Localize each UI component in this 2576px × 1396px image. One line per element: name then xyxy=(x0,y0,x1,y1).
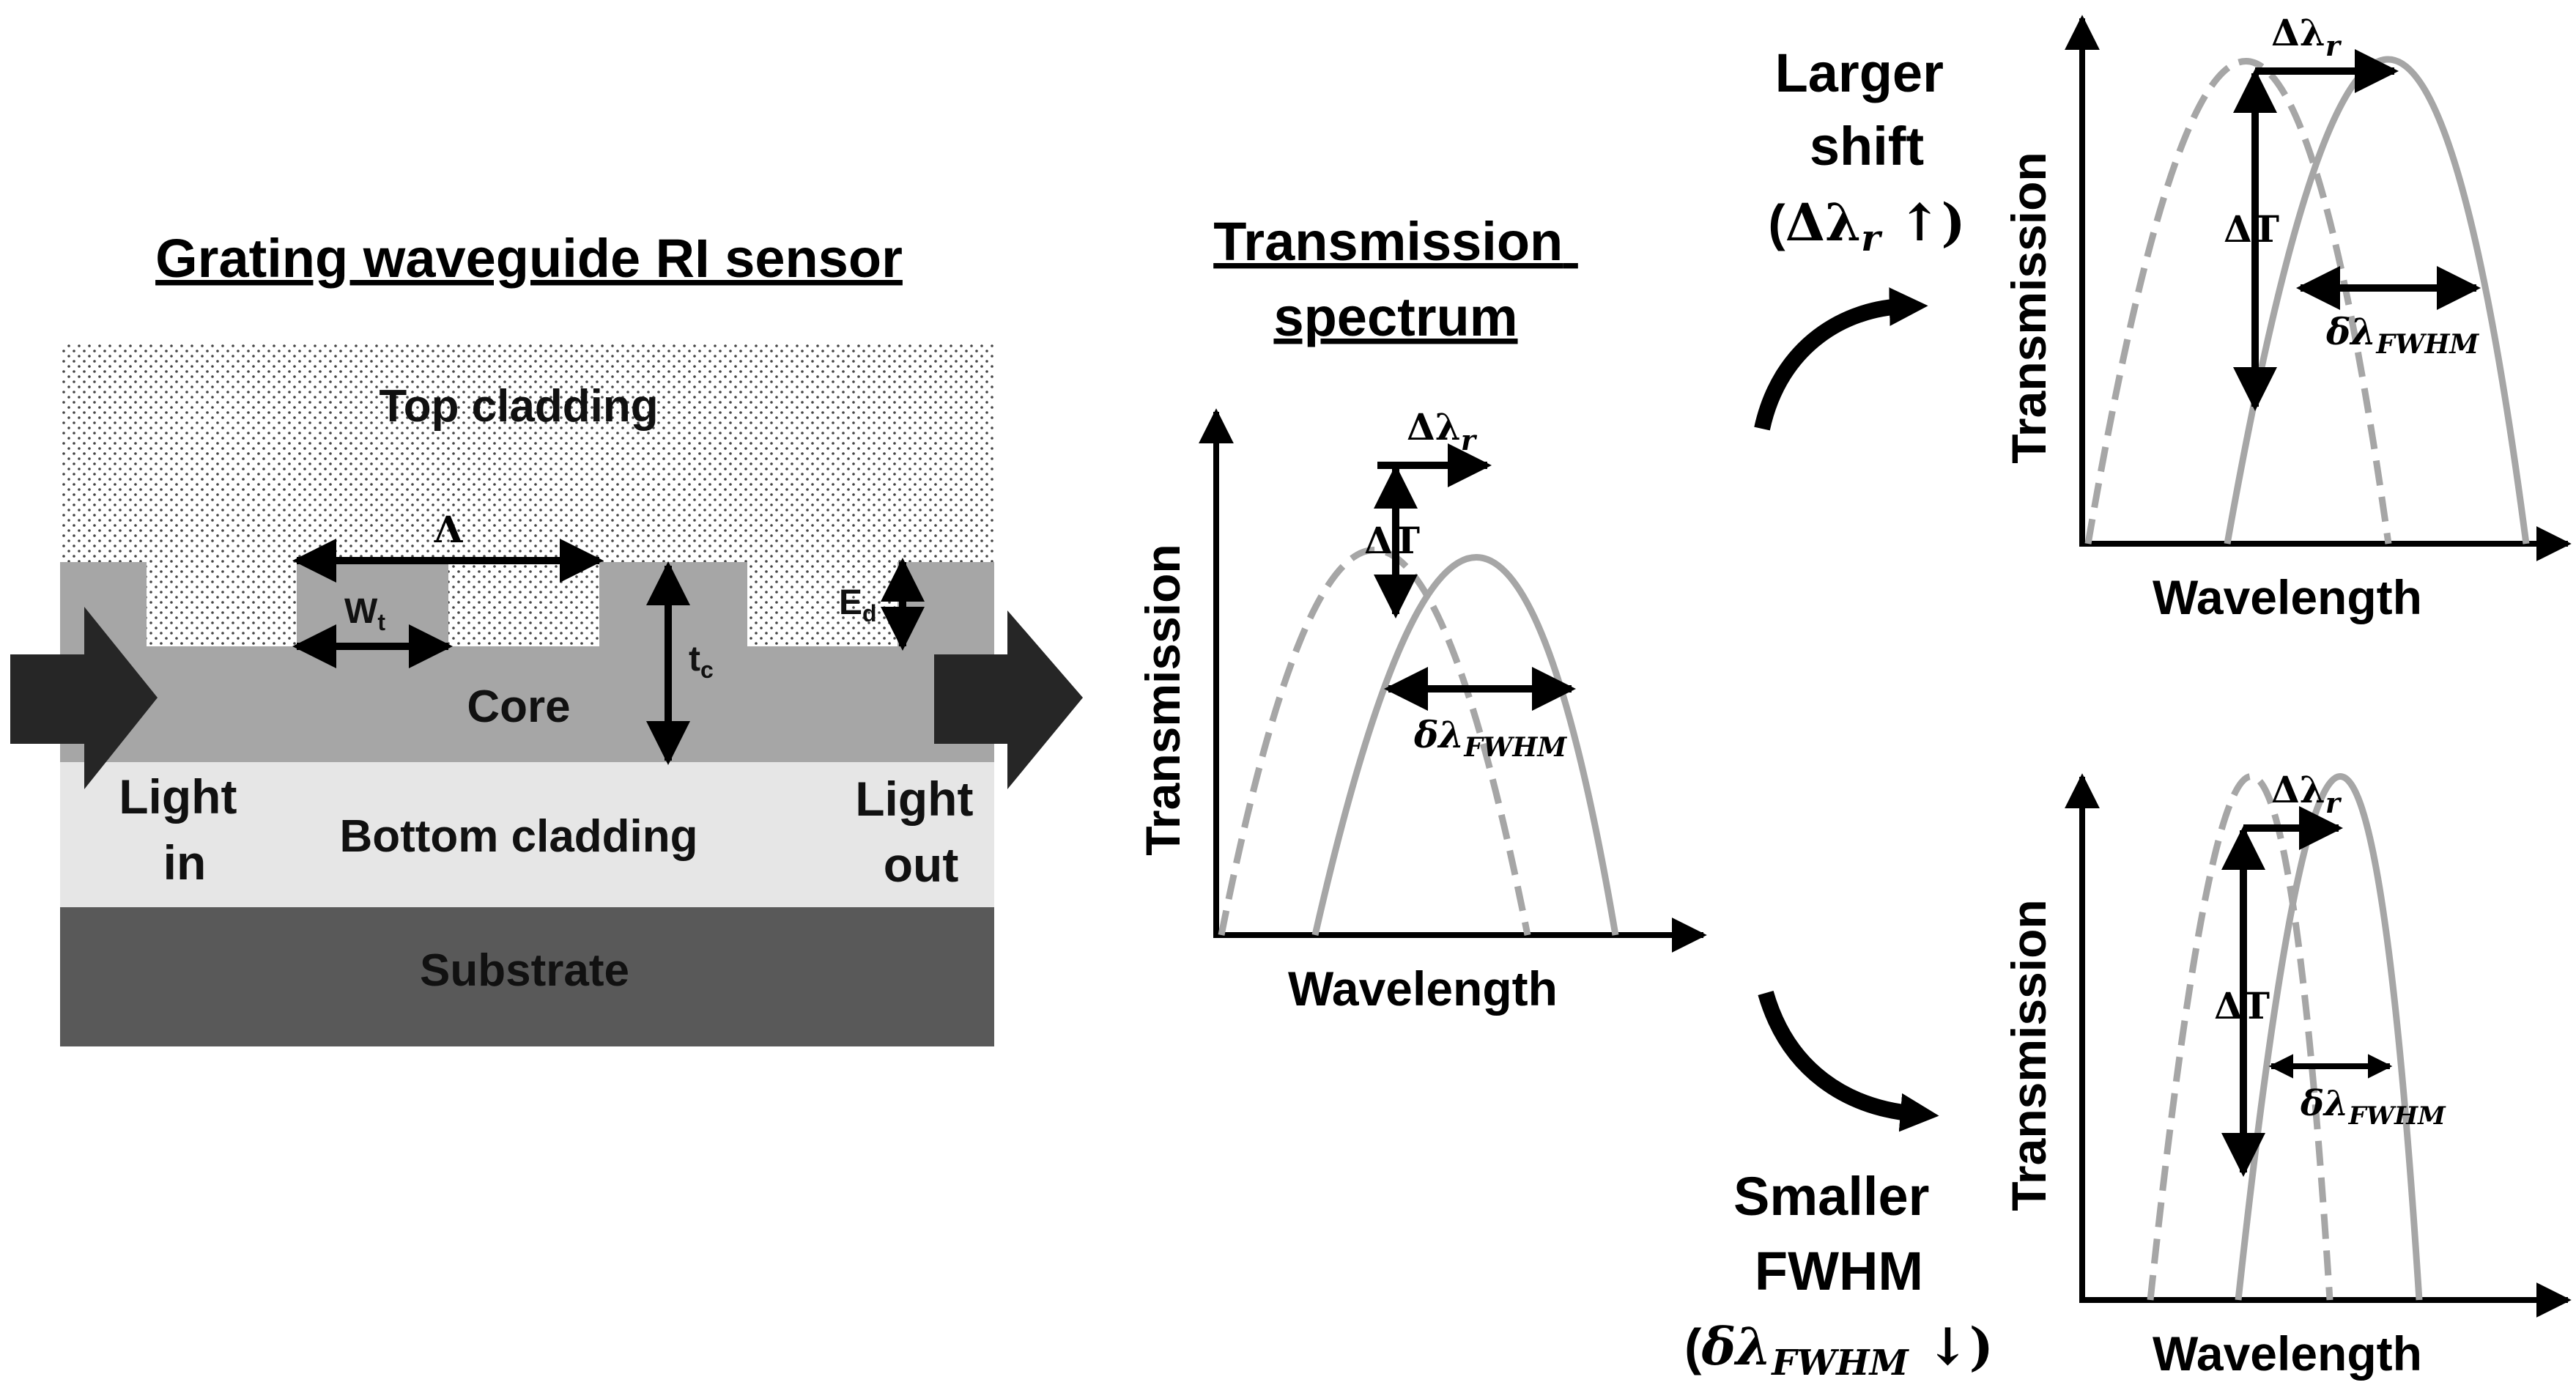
core-label: Core xyxy=(467,682,570,732)
upper-caption-formula: (Δλr ↑) xyxy=(1768,192,1965,259)
upper-ylabel: Transmission xyxy=(2002,152,2056,464)
main-shift-label: Δλr xyxy=(1407,405,1478,457)
main-spectrum: Transmission spectrum Transmission Wavel… xyxy=(1136,211,1707,1016)
top-cladding-label: Top cladding xyxy=(379,381,658,432)
lower-flow-arrow xyxy=(1758,990,1939,1132)
main-spectrum-title: Transmission spectrum xyxy=(1213,211,1578,347)
tooth-width-label: Wt xyxy=(344,592,385,635)
lower-fwhm-label: δλFWHM xyxy=(2300,1083,2446,1131)
lower-shift-label: Δλr xyxy=(2271,768,2342,819)
lower-caption-formula: (δλFWHM ↓) xyxy=(1684,1316,1994,1384)
main-dT-label: ΔT xyxy=(1364,519,1420,562)
core-thickness-label: tc xyxy=(689,640,714,683)
sensor-title: Grating waveguide RI sensor xyxy=(155,228,903,289)
main-fwhm-label: δλFWHM xyxy=(1413,713,1567,763)
substrate-label: Substrate xyxy=(420,945,629,996)
lower-shifted-curve xyxy=(2235,773,2423,1301)
lower-dT-label: ΔT xyxy=(2214,984,2270,1027)
light-in-label: Light in xyxy=(119,769,251,890)
sensor-diagram: Grating waveguide RI sensor Top cladding… xyxy=(10,228,1083,1046)
main-shifted-curve xyxy=(1311,554,1619,937)
light-in-arrow xyxy=(10,607,158,789)
top-cladding xyxy=(60,344,994,649)
lower-ylabel: Transmission xyxy=(2002,899,2056,1211)
upper-fwhm-label: δλFWHM xyxy=(2325,310,2479,360)
lower-reference-curve xyxy=(2147,773,2333,1301)
bottom-cladding xyxy=(60,762,994,907)
bottom-cladding-label: Bottom cladding xyxy=(339,811,697,862)
substrate xyxy=(60,907,994,1046)
main-xlabel: Wavelength xyxy=(1288,961,1558,1016)
upper-dT-label: ΔT xyxy=(2224,207,2279,251)
grating-core xyxy=(60,562,994,762)
upper-caption: Larger shift xyxy=(1775,43,1959,177)
upper-shift-label: Δλr xyxy=(2271,11,2342,62)
light-out-label: Light out xyxy=(855,772,987,892)
upper-xlabel: Wavelength xyxy=(2153,570,2422,624)
lower-caption: Smaller FWHM xyxy=(1733,1166,1944,1301)
main-ylabel: Transmission xyxy=(1136,544,1190,856)
period-label: Λ xyxy=(434,508,464,551)
lower-xlabel: Wavelength xyxy=(2153,1326,2422,1381)
lower-case: Smaller FWHM (δλFWHM ↓) Transmission Wav… xyxy=(1684,768,2572,1384)
upper-flow-arrow xyxy=(1754,287,1928,431)
upper-case: Larger shift (Δλr ↑) Transmission Wavele… xyxy=(1768,11,2572,624)
light-out-arrow xyxy=(934,610,1083,789)
etch-depth-label: Ed xyxy=(839,583,877,627)
